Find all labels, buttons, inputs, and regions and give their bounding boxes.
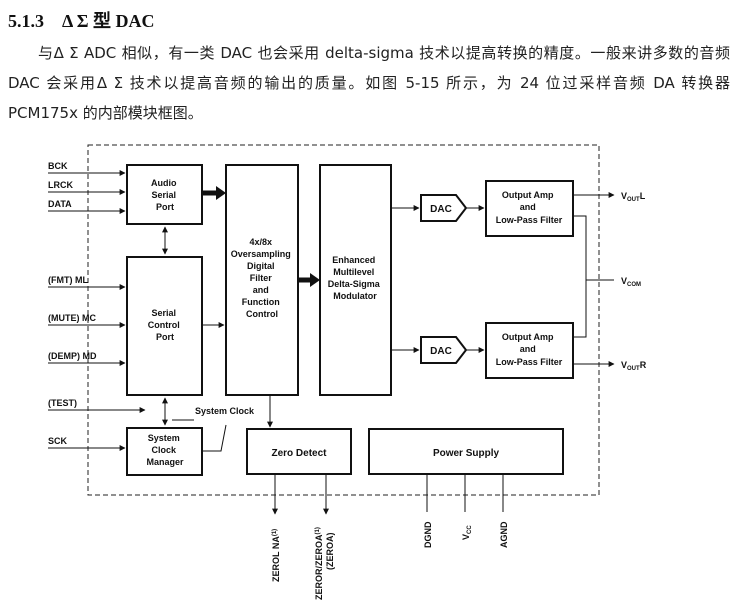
dac-top-label: DAC: [430, 204, 452, 215]
zeroa-pin-label: (ZEROA): [325, 533, 335, 571]
amp-bottom-line-1: Output Amp: [502, 332, 554, 342]
svg-text:Audio Serial Port: Audio Serial Port: [151, 178, 179, 212]
demp-label: (DEMP) MD: [48, 351, 97, 361]
svg-text:Output Amp and Low-Pas: Output Amp and Low-Pass Filter: [496, 332, 563, 367]
svg-text:System Clock Manager: System Clock Manager: [146, 433, 184, 467]
svg-text:4x/8x Oversampling Dig: 4x/8x Oversampling Digital Filter and Fu…: [231, 237, 294, 319]
filter-line-7: Control: [246, 309, 278, 319]
voutl-label: VOUTL: [621, 191, 646, 203]
section-heading: 5.1.3 Δ Σ 型 DAC: [8, 7, 155, 33]
test-label: (TEST): [48, 398, 77, 408]
section-title: Δ Σ 型 DAC: [62, 11, 155, 31]
serial-control-port-line-2: Control: [148, 320, 180, 330]
modulator-line-2: Multilevel: [333, 267, 374, 277]
modulator-line-1: Enhanced: [332, 255, 375, 265]
power-supply-label: Power Supply: [433, 448, 500, 459]
vcom-label: VCOM: [621, 276, 641, 288]
audio-serial-port-line-3: Port: [156, 202, 174, 212]
modulator-line-4: Modulator: [333, 291, 377, 301]
filter-line-2: Oversampling: [231, 249, 291, 259]
output-amp-bottom-block: [485, 322, 574, 379]
filter-line-5: and: [253, 285, 269, 295]
amp-top-line-1: Output Amp: [502, 190, 554, 200]
svg-text:Serial Control Port: Serial Control Port: [148, 308, 183, 342]
serial-control-port-block: [126, 256, 203, 396]
clock-manager-line-1: System: [148, 433, 180, 443]
filter-line-4: Filter: [250, 273, 273, 283]
chip-boundary: [87, 144, 600, 496]
zeror-pin-label: ZEROR/ZEROA(1): [314, 527, 324, 600]
clock-manager-line-3: Manager: [146, 457, 184, 467]
amp-top-line-3: Low-Pass Filter: [496, 215, 563, 225]
agnd-pin-label: AGND: [499, 521, 509, 548]
serial-control-port-line-3: Port: [156, 332, 174, 342]
mute-label: (MUTE) MC: [48, 313, 96, 323]
zero-detect-block: [246, 428, 352, 475]
dac-bottom-label: DAC: [430, 346, 452, 357]
dgnd-pin-label: DGND: [423, 521, 433, 548]
fmt-label: (FMT) ML: [48, 275, 88, 285]
amp-bottom-line-3: Low-Pass Filter: [496, 357, 563, 367]
power-supply-block: [368, 428, 564, 475]
filter-line-3: Digital: [247, 261, 275, 271]
svg-text:Enhanced Multilevel De: Enhanced Multilevel Delta-Sigma Modulato…: [328, 255, 383, 301]
zero-detect-label: Zero Detect: [271, 448, 327, 459]
svg-text:Output Amp and Low-Pas: Output Amp and Low-Pass Filter: [496, 190, 563, 225]
digital-filter-block: [225, 164, 299, 396]
lrck-label: LRCK: [48, 180, 73, 190]
voutr-label: VOUTR: [621, 360, 647, 372]
audio-serial-port-line-1: Audio: [151, 178, 177, 188]
filter-line-1: 4x/8x: [249, 237, 272, 247]
bck-label: BCK: [48, 161, 68, 171]
dac-bottom-block: [420, 336, 468, 364]
modulator-line-3: Delta-Sigma: [328, 279, 381, 289]
vcc-pin-label: VCC: [461, 525, 473, 540]
clock-manager-line-2: Clock: [151, 445, 177, 455]
amp-top-line-2: and: [520, 202, 536, 212]
paragraph-text: 与Δ Σ ADC 相似，有一类 DAC 也会采用 delta-sigma 技术以…: [8, 44, 730, 122]
body-paragraph: 与Δ Σ ADC 相似，有一类 DAC 也会采用 delta-sigma 技术以…: [8, 38, 730, 128]
zerol-pin-label: ZEROL NA(1): [271, 529, 281, 582]
sck-label: SCK: [48, 436, 68, 446]
data-label: DATA: [48, 199, 72, 209]
output-amp-top-block: [485, 180, 574, 237]
modulator-block: [319, 164, 392, 396]
serial-control-port-line-1: Serial: [151, 308, 176, 318]
dac-top-block: [420, 194, 468, 222]
system-clock-label: System Clock: [195, 406, 255, 416]
section-number: 5.1.3: [8, 11, 44, 31]
amp-bottom-line-2: and: [520, 344, 536, 354]
filter-line-6: Function: [242, 297, 280, 307]
audio-serial-port-line-2: Serial: [151, 190, 176, 200]
